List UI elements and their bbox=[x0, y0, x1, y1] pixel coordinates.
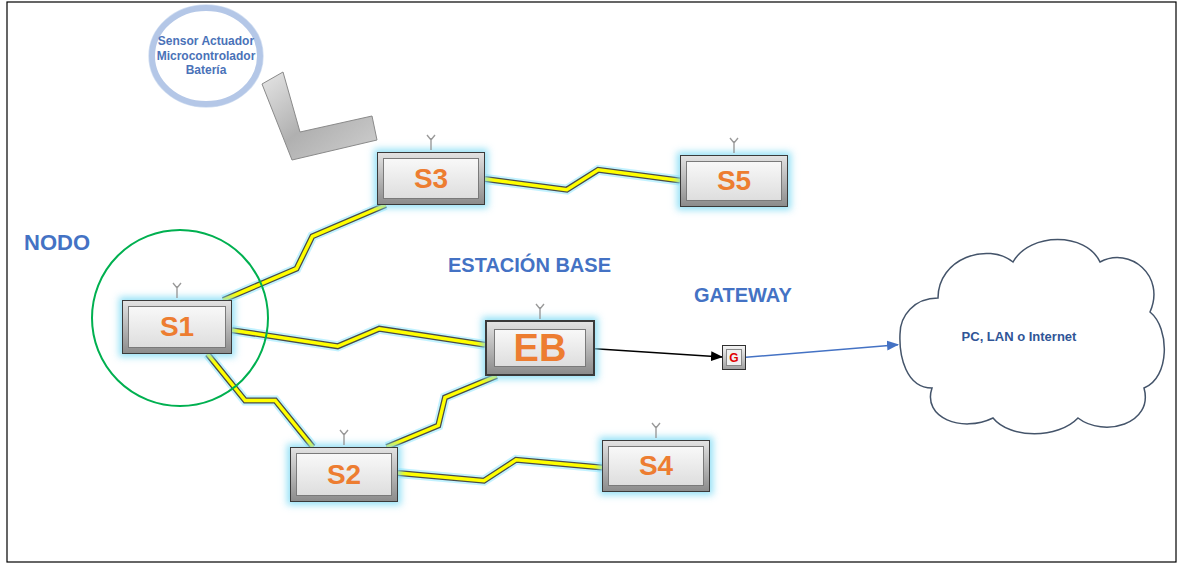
link-outline bbox=[223, 205, 385, 300]
station-label: ESTACIÓN BASE bbox=[448, 254, 611, 277]
link-glow bbox=[232, 329, 485, 347]
node-label: PC, LAN o Internet bbox=[962, 329, 1077, 344]
link-outline bbox=[232, 329, 485, 347]
callout-pointer bbox=[262, 72, 377, 160]
data-arrow bbox=[746, 345, 898, 358]
data-arrow bbox=[595, 349, 722, 357]
base-station: EB bbox=[485, 320, 595, 376]
arrow-line bbox=[595, 349, 722, 357]
antenna-mast bbox=[652, 423, 660, 438]
frame bbox=[7, 2, 1176, 562]
link-outline bbox=[398, 460, 602, 481]
node-label: S2 bbox=[327, 461, 361, 489]
link-outline bbox=[208, 354, 313, 447]
gateway-label: GATEWAY bbox=[694, 284, 792, 307]
antenna-mast bbox=[427, 135, 435, 150]
antenna bbox=[337, 429, 351, 445]
link-core bbox=[387, 376, 497, 447]
network-cloud: PC, LAN o Internet bbox=[898, 228, 1170, 440]
link-glow bbox=[485, 170, 680, 190]
node-label: EB bbox=[514, 329, 567, 367]
antenna bbox=[424, 134, 438, 150]
node-label: S1 bbox=[160, 313, 194, 341]
link-core bbox=[223, 205, 385, 300]
sensor-node: S5 bbox=[680, 155, 788, 207]
callout-ring-edge bbox=[149, 5, 263, 107]
link-core bbox=[485, 170, 680, 190]
arrow-line bbox=[746, 345, 898, 358]
node-label: S4 bbox=[639, 452, 673, 480]
antenna bbox=[649, 422, 663, 438]
link-glow bbox=[208, 354, 313, 447]
antenna bbox=[727, 137, 741, 153]
component-callout: Sensor Actuador Microcontrolador Batería bbox=[148, 4, 264, 108]
node-label: Sensor Actuador Microcontrolador Batería bbox=[157, 34, 256, 77]
cloud-outline bbox=[900, 240, 1164, 434]
link-core bbox=[208, 354, 313, 447]
sensor-node: S2 bbox=[290, 447, 398, 502]
sensor-node: S3 bbox=[377, 152, 485, 205]
node-label: S3 bbox=[414, 165, 448, 193]
sensor-node: S4 bbox=[602, 440, 710, 492]
sensor-node: S1 bbox=[122, 300, 232, 354]
link-glow bbox=[398, 460, 602, 481]
antenna-mast bbox=[730, 138, 738, 153]
node-label: S5 bbox=[717, 167, 751, 195]
gateway-box: G bbox=[722, 345, 746, 370]
node-label: G bbox=[729, 351, 738, 365]
antenna-mast bbox=[536, 304, 544, 319]
highlight-outline bbox=[92, 230, 268, 406]
radio-link bbox=[232, 329, 485, 347]
antenna bbox=[533, 303, 547, 319]
callout-ring bbox=[152, 8, 260, 104]
link-outline bbox=[485, 170, 680, 190]
antenna-mast bbox=[340, 430, 348, 445]
radio-link bbox=[208, 354, 313, 447]
node-heading: NODO bbox=[24, 230, 90, 256]
radio-link bbox=[223, 205, 385, 300]
antenna-mast bbox=[173, 283, 181, 298]
link-core bbox=[232, 329, 485, 347]
radio-link bbox=[387, 376, 497, 447]
link-glow bbox=[387, 376, 497, 447]
link-core bbox=[398, 460, 602, 481]
antenna bbox=[170, 282, 184, 298]
link-outline bbox=[387, 376, 497, 447]
node-highlight: NODOS1 bbox=[90, 228, 270, 408]
radio-link bbox=[485, 170, 680, 190]
radio-link bbox=[398, 460, 602, 481]
link-glow bbox=[223, 205, 385, 300]
